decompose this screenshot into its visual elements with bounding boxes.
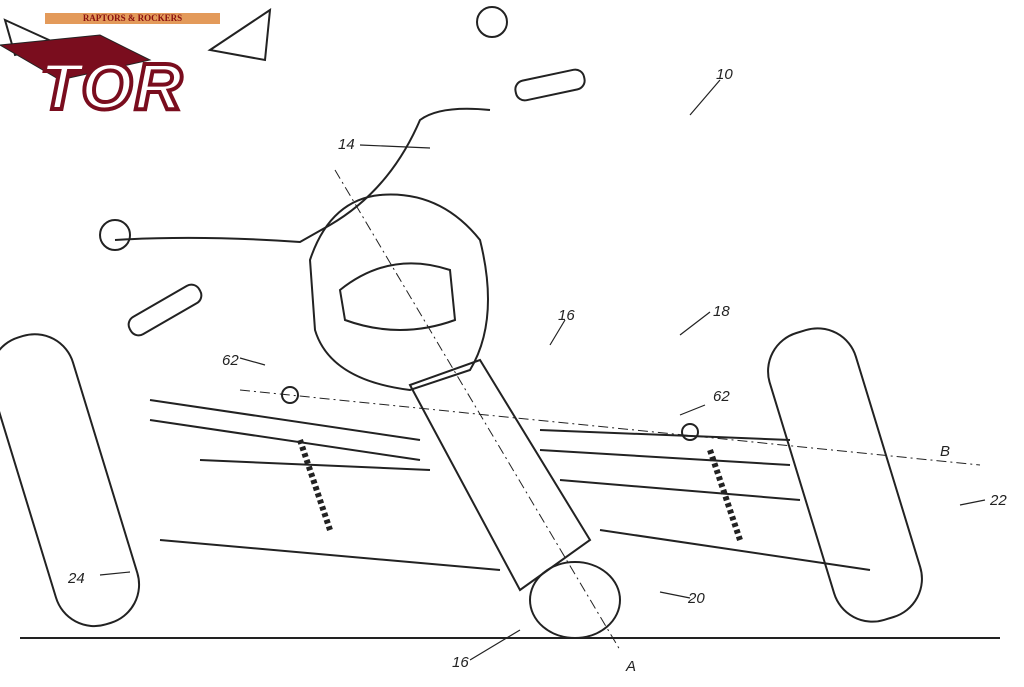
logo: RAPTORS & ROCKERS TOR (0, 0, 275, 125)
label-assembly: 18 (713, 303, 730, 320)
label-angle-a: A (626, 658, 637, 675)
logo-mark: TOR (38, 47, 185, 125)
rear-wheel (529, 561, 621, 639)
center-frame (408, 358, 592, 592)
label-handlebar: 14 (338, 136, 355, 153)
right-mirror (476, 6, 508, 38)
label-angle-b: B (940, 443, 951, 460)
label-left-wheel: 24 (68, 570, 85, 587)
leader-lines (99, 79, 986, 661)
wings-icon (0, 7, 272, 81)
label-rear-wheel: 20 (688, 590, 705, 607)
right-a-arms (539, 429, 871, 571)
left-mirror (99, 219, 131, 251)
label-pivot-left: 62 (222, 352, 239, 369)
logo-banner: RAPTORS & ROCKERS (45, 13, 220, 24)
left-a-arms (149, 399, 501, 571)
left-wheel (0, 333, 141, 628)
tank-panel (338, 262, 457, 331)
right-grip (514, 68, 586, 102)
left-grip (127, 283, 203, 337)
shock-absorbers (297, 439, 743, 541)
handlebar (114, 107, 491, 244)
label-right-wheel: 22 (990, 492, 1007, 509)
right-wheel (767, 327, 923, 623)
centerlines (239, 169, 981, 651)
label-fig: 10 (716, 66, 733, 83)
label-frame-bottom: 16 (452, 654, 469, 671)
label-pivot-right: 62 (713, 388, 730, 405)
fuel-tank (308, 193, 489, 392)
left-pivot (281, 386, 299, 404)
label-frame-top: 16 (558, 307, 575, 324)
right-pivot (681, 423, 699, 441)
